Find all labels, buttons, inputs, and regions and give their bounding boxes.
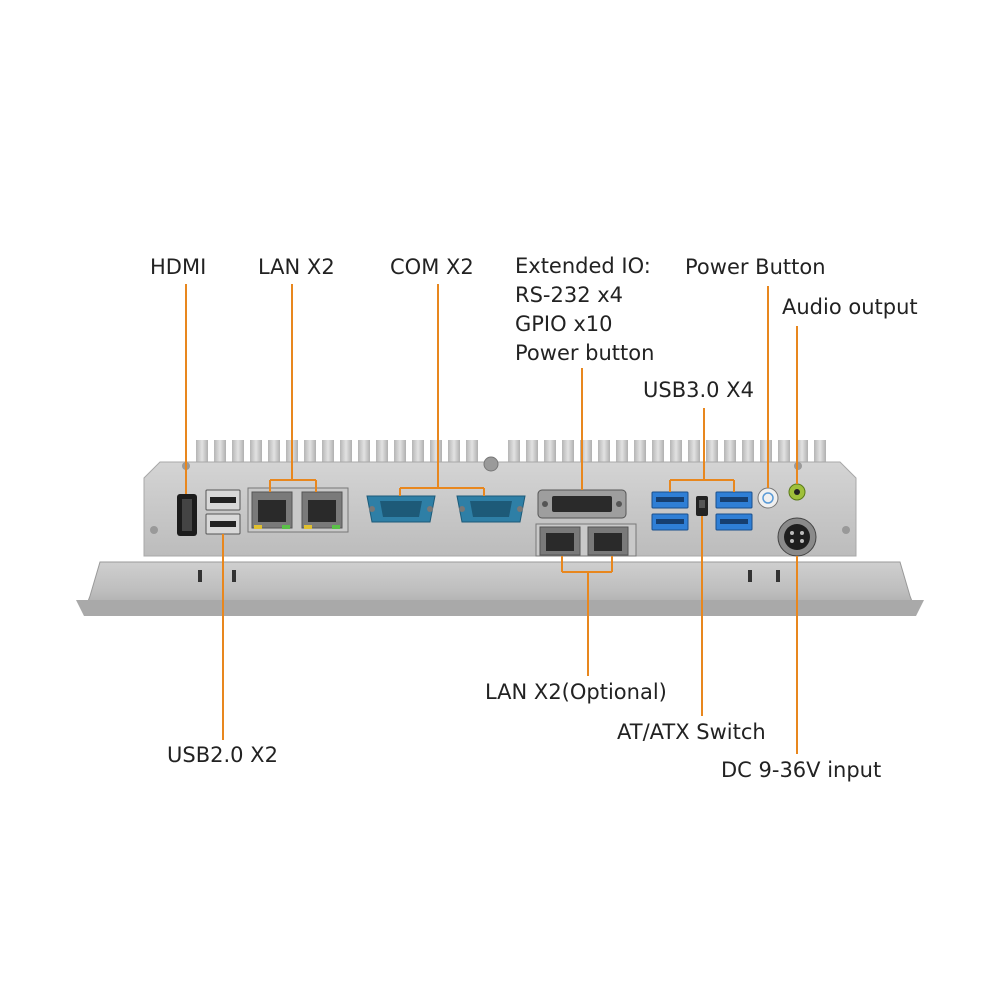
at-atx-switch-icon xyxy=(696,496,708,516)
hdmi-port-icon xyxy=(177,494,197,536)
extended-io-line-3: GPIO x10 xyxy=(515,312,613,336)
audio-output-icon xyxy=(788,483,806,501)
lan-top-label: LAN X2 xyxy=(258,255,335,279)
audio-output-label: Audio output xyxy=(782,295,918,319)
power-button-icon xyxy=(757,487,779,509)
usb3-leader-line xyxy=(669,408,735,492)
screw-icon xyxy=(150,526,158,534)
extended-io-line-4: Power button xyxy=(515,341,655,365)
usb2-ports-icon xyxy=(205,489,241,535)
bezel-slot xyxy=(776,570,780,582)
dc-input-label: DC 9-36V input xyxy=(721,758,882,782)
lan-ports-top-icon xyxy=(247,487,349,533)
usb2-label: USB2.0 X2 xyxy=(167,743,278,767)
usb3-label: USB3.0 X4 xyxy=(643,378,754,402)
power-button-label: Power Button xyxy=(685,255,826,279)
com-ports-icon xyxy=(366,495,526,523)
hdmi-label: HDMI xyxy=(150,255,207,279)
dc-input-connector-icon xyxy=(777,517,817,557)
bezel-slot xyxy=(198,570,202,582)
extended-io-line-1: Extended IO: xyxy=(515,254,651,278)
extended-io-connector-icon xyxy=(537,489,627,519)
lan-top-leader-line xyxy=(269,284,317,492)
lan-optional-label: LAN X2(Optional) xyxy=(485,680,667,704)
extended-io-line-2: RS-232 x4 xyxy=(515,283,624,307)
extended-io-label: Extended IO: RS-232 x4 GPIO x10 Power bu… xyxy=(515,252,654,368)
lan-optional-leader-line xyxy=(561,556,613,676)
bezel-lip xyxy=(76,600,924,616)
bezel-slot xyxy=(748,570,752,582)
com-label: COM X2 xyxy=(390,255,474,279)
leader-lines xyxy=(185,284,798,754)
screw-icon xyxy=(842,526,850,534)
lan-ports-optional-icon xyxy=(535,523,637,557)
at-atx-switch-label: AT/ATX Switch xyxy=(617,720,766,744)
bezel-slot xyxy=(232,570,236,582)
center-screw-icon xyxy=(483,456,499,472)
com-leader-line xyxy=(399,284,485,496)
